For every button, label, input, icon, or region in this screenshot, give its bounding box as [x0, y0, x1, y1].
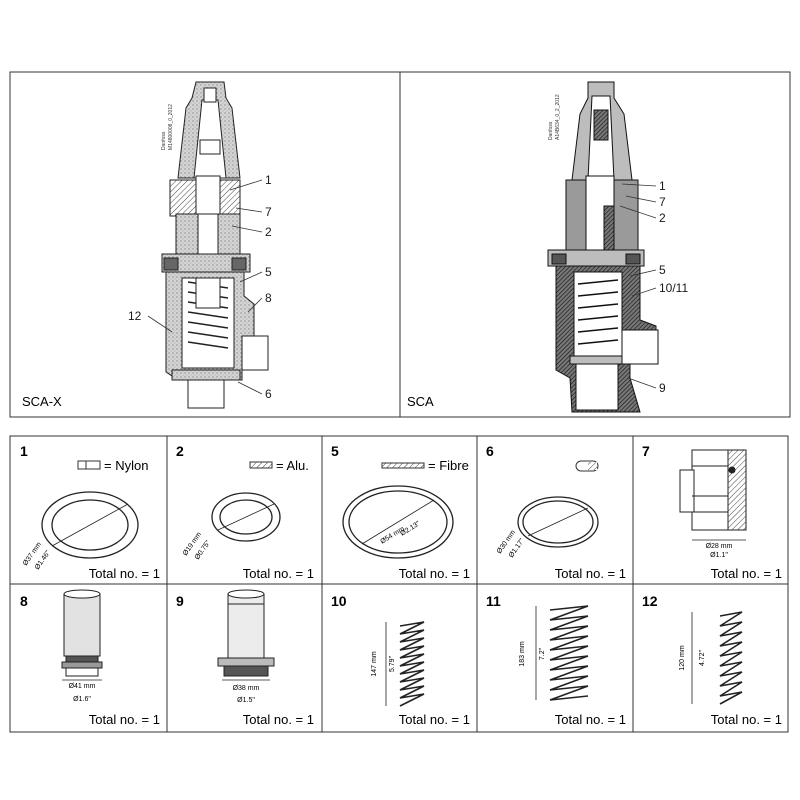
material-label: = Fibre	[428, 458, 469, 473]
valve-drawing-sca-x	[161, 81, 269, 409]
total-count: Total no. = 1	[711, 566, 782, 581]
callout-x-1: 1	[265, 173, 272, 187]
top-panels	[9, 71, 791, 418]
part-number: 10	[331, 593, 347, 609]
total-count: Total no. = 1	[243, 566, 314, 581]
total-count: Total no. = 1	[399, 566, 470, 581]
total-count: Total no. = 1	[399, 712, 470, 727]
parts-grid	[9, 435, 789, 733]
callout-x-12: 12	[128, 309, 142, 323]
part-cell-2: 2 = Alu. Ø19 mm Ø0.75" Total no. = 1	[176, 443, 314, 581]
diagram-name-sca-x: SCA-X	[22, 394, 62, 409]
dim-mm: Ø41 mm	[69, 683, 96, 690]
callout-s-2: 2	[659, 211, 666, 225]
part-number: 11	[486, 593, 501, 609]
aluminium-material-icon	[249, 461, 273, 469]
callout-s-10-11: 10/11	[659, 281, 688, 295]
drawing-stamp-sca: Danfoss A14B634_0_2_2012	[548, 94, 561, 140]
spring-drawing	[719, 611, 743, 705]
total-count: Total no. = 1	[243, 712, 314, 727]
part-number: 2	[176, 443, 184, 459]
total-count: Total no. = 1	[89, 712, 160, 727]
drawing-stamp-sca-x: Danfoss M14800008_0_2012	[161, 104, 174, 150]
dim-in: Ø1.1"	[710, 552, 728, 559]
dim-in: Ø1.6"	[73, 696, 91, 703]
callout-s-7: 7	[659, 195, 666, 209]
part-number: 5	[331, 443, 339, 459]
dim-mm: 120 mm	[679, 645, 686, 670]
spring-drawing	[399, 621, 425, 707]
callout-x-5: 5	[265, 265, 272, 279]
dim-in: 4.72"	[699, 649, 706, 666]
part-number: 12	[642, 593, 658, 609]
callout-labels-sca: 1 7 2 5 10/11 9	[659, 179, 688, 395]
dim-in: Ø1.5"	[237, 697, 255, 704]
valve-cone-drawing	[217, 589, 275, 677]
callout-x-6: 6	[265, 387, 272, 401]
part-cell-5: 5 = Fibre Ø54 mm Ø2.13" Total no. = 1	[331, 443, 470, 581]
dim-mm: 183 mm	[519, 641, 526, 666]
total-count: Total no. = 1	[555, 712, 626, 727]
callout-x-8: 8	[265, 291, 272, 305]
part-cell-1: 1 = Nylon Ø37 mm Ø1.46" Total no. = 1	[20, 443, 160, 581]
nylon-material-icon	[77, 460, 101, 470]
valve-drawing-sca	[547, 81, 659, 413]
part-cell-7: 7 Ø28 mm Ø1.1" Total no. = 1	[642, 443, 782, 581]
callout-lines-sca	[619, 183, 657, 389]
part-cell-10: 10 147 mm 5.79" Total no. = 1	[331, 593, 470, 727]
total-count: Total no. = 1	[89, 566, 160, 581]
callout-lines-sca-x	[147, 179, 263, 395]
part-cell-11: 11 183 mm 7.2" Total no. = 1	[486, 593, 626, 727]
panel-sca	[399, 71, 791, 418]
callout-s-5: 5	[659, 263, 666, 277]
part-cell-12: 12 120 mm 4.72" Total no. = 1	[642, 593, 782, 727]
dim-mm: Ø28 mm	[706, 543, 733, 550]
part-number: 8	[20, 593, 28, 609]
spring-drawing	[549, 605, 589, 701]
dim-mm: 147 mm	[371, 651, 378, 676]
diagram-name-sca: SCA	[407, 394, 434, 409]
material-label: = Nylon	[104, 458, 148, 473]
part-number: 9	[176, 593, 184, 609]
piston-drawing	[61, 589, 103, 677]
callout-x-2: 2	[265, 225, 272, 239]
dim-in: 5.79"	[389, 655, 396, 672]
dim-mm: Ø38 mm	[233, 685, 260, 692]
part-number: 7	[642, 443, 650, 459]
part-cell-6: 6 Ø30 mm Ø1.17" Total no. = 1	[486, 443, 626, 581]
part-cell-8: 8 Ø41 mm Ø1.6" Total no. = 1	[20, 589, 160, 727]
callout-s-1: 1	[659, 179, 666, 193]
part-number: 6	[486, 443, 494, 459]
total-count: Total no. = 1	[555, 566, 626, 581]
part-cell-9: 9 Ø38 mm Ø1.5" Total no. = 1	[176, 589, 314, 727]
dim-in: 7.2"	[539, 647, 546, 660]
callout-x-7: 7	[265, 205, 272, 219]
material-label: = Alu.	[276, 458, 309, 473]
gland-drawing	[679, 449, 747, 531]
callout-labels-sca-x: 1 7 2 5 8 12 6	[128, 173, 272, 401]
callout-s-9: 9	[659, 381, 666, 395]
fibre-material-icon	[381, 462, 425, 469]
total-count: Total no. = 1	[711, 712, 782, 727]
part-number: 1	[20, 443, 28, 459]
